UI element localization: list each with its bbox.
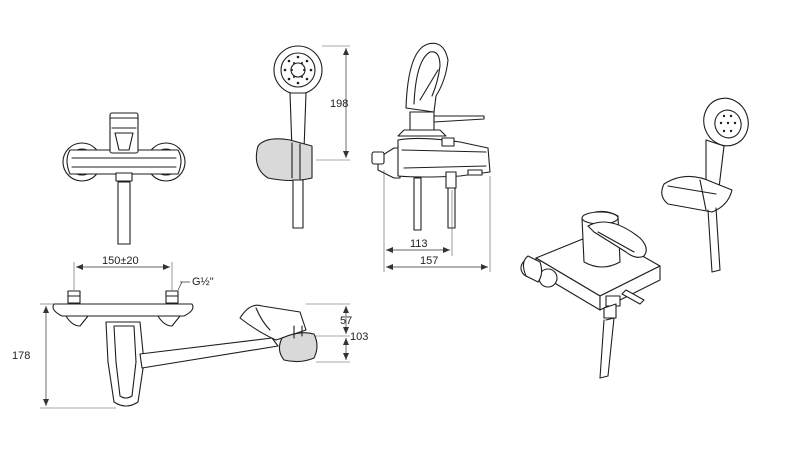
handshower-isometric-view [661, 97, 749, 273]
spray-nozzles-iso [719, 114, 737, 133]
dimension-inlet-thread: G½" [177, 276, 214, 291]
label-57: 57 [340, 315, 352, 327]
dimension-spout-depth: 113 [383, 170, 453, 256]
dimension-total-depth: 157 [383, 176, 491, 272]
dimension-holder-top: 57 [306, 303, 352, 337]
label-178: 178 [12, 350, 30, 362]
spray-nozzles [283, 55, 313, 85]
label-157: 157 [420, 255, 438, 267]
mixer-isometric-view [520, 210, 661, 379]
label-150-20: 150±20 [102, 255, 139, 267]
label-198: 198 [330, 98, 348, 110]
label-103: 103 [350, 331, 368, 343]
dimension-handshower-height: 198 [316, 45, 350, 161]
dimension-body-height: 178 [12, 303, 116, 409]
mixer-bottom-elevation [52, 290, 318, 407]
dimension-holder-total: 103 [316, 331, 368, 363]
label-g-half: G½" [192, 276, 214, 288]
mixer-side-view [371, 42, 491, 231]
label-113: 113 [410, 238, 428, 250]
dimension-inlet-spacing: 150±20 [73, 255, 173, 290]
mixer-front-view [62, 112, 186, 245]
handshower-front-view [255, 45, 323, 229]
